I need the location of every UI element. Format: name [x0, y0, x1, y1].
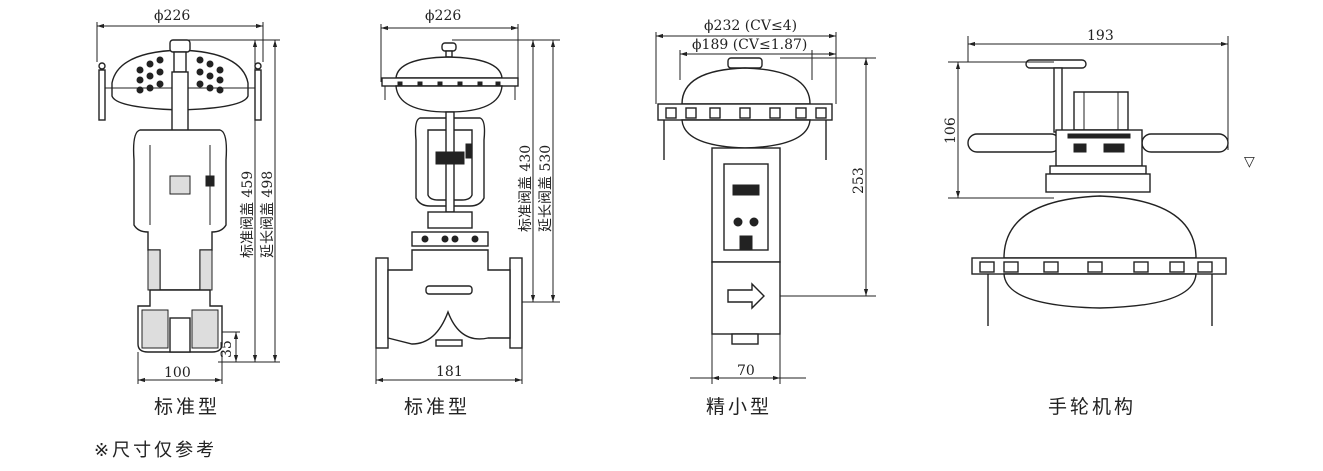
dim-height-2b: 延长阀盖 530 — [538, 145, 554, 232]
dim-bottom-2: 181 — [436, 364, 463, 380]
datum-symbol: ▽ — [1244, 154, 1255, 170]
valve-standard-section: ϕ226 — [96, 8, 280, 384]
dim-height-2a: 标准阀盖 430 — [518, 145, 534, 232]
dim-diameter-top-2: ϕ226 — [425, 8, 461, 24]
caption-standard-2: 标准型 — [404, 396, 470, 418]
dim-side-small-1: 35 — [219, 340, 235, 358]
reference-note: ※尺寸仅参考 — [94, 440, 217, 461]
caption-handwheel: 手轮机构 — [1048, 396, 1136, 418]
dim-height-3: 253 — [851, 167, 867, 194]
caption-standard-1: 标准型 — [154, 396, 220, 418]
valve-compact: ϕ232 (CV≤4) ϕ189 (CV≤1.87) 7 — [655, 18, 876, 384]
dim-diameter-top-1: ϕ226 — [154, 8, 190, 24]
dim-height-1b: 延长阀盖 498 — [260, 171, 276, 258]
dim-diameter-top-3a: ϕ232 (CV≤4) — [704, 18, 797, 34]
caption-compact: 精小型 — [706, 396, 772, 418]
dim-bottom-3: 70 — [737, 363, 755, 379]
dim-height-4: 106 — [943, 117, 959, 144]
dim-top-4: 193 — [1087, 28, 1114, 44]
dim-height-1a: 标准阀盖 459 — [240, 171, 256, 258]
handwheel-mechanism: 193 106 ▽ — [943, 28, 1255, 326]
valve-standard-exterior: ϕ226 181 — [375, 8, 560, 384]
dim-diameter-top-3b: ϕ189 (CV≤1.87) — [692, 37, 807, 53]
dim-bottom-1: 100 — [164, 365, 191, 381]
